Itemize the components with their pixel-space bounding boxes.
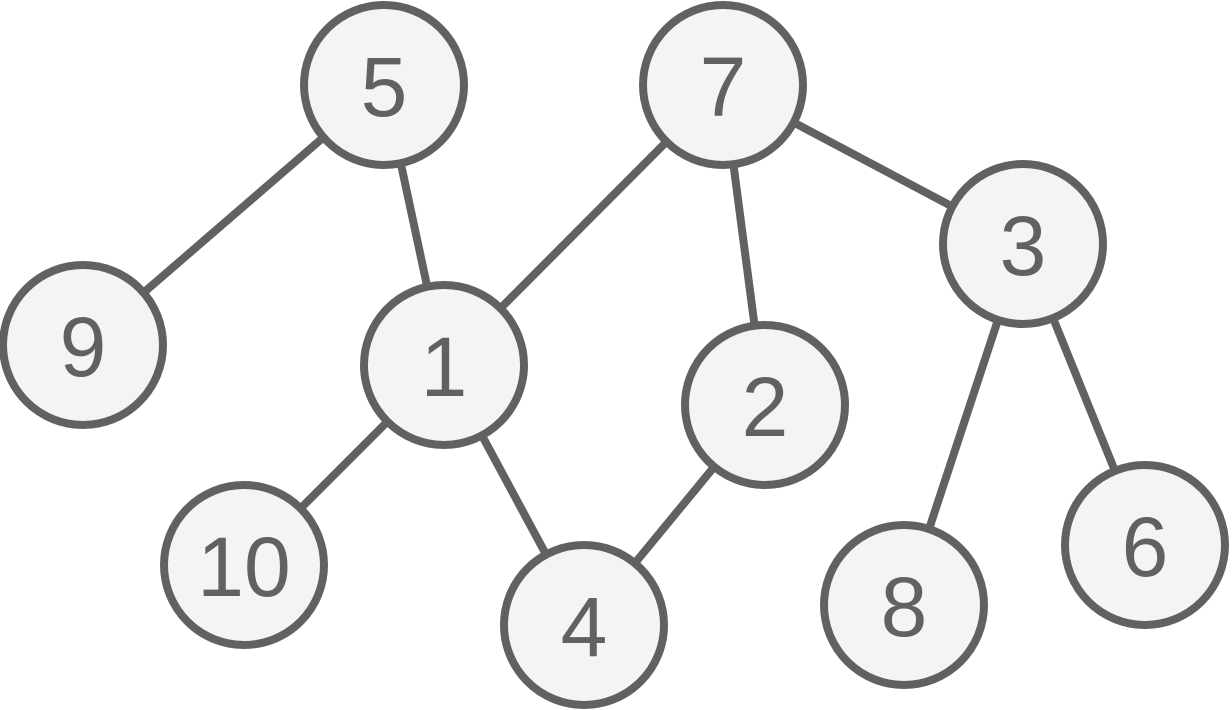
- edge-5-9: [140, 134, 327, 296]
- edge-7-3: [791, 118, 955, 211]
- node-circle-3: [939, 160, 1107, 328]
- node-label-7: 7: [700, 40, 747, 134]
- node-label-8: 8: [881, 560, 928, 654]
- node-1: 1: [360, 281, 528, 449]
- edge-1-4: [478, 433, 550, 557]
- node-circle-7: [639, 1, 807, 169]
- node-label-3: 3: [1000, 199, 1047, 293]
- node-circle-6: [1061, 461, 1229, 629]
- node-4: 4: [500, 541, 668, 709]
- edge-3-6: [1049, 316, 1119, 473]
- node-8: 8: [820, 521, 988, 689]
- node-label-10: 10: [197, 520, 290, 614]
- node-label-6: 6: [1122, 500, 1169, 594]
- node-circle-5: [300, 1, 468, 169]
- node-label-1: 1: [421, 320, 468, 414]
- node-3: 3: [939, 160, 1107, 328]
- node-circle-8: [820, 521, 988, 689]
- node-circle-9: [0, 261, 167, 429]
- node-circle-1: [360, 281, 528, 449]
- node-7: 7: [639, 1, 807, 169]
- node-circle-10: [160, 481, 328, 649]
- node-5: 5: [300, 1, 468, 169]
- node-6: 6: [1061, 461, 1229, 629]
- node-label-9: 9: [60, 300, 107, 394]
- node-circle-2: [681, 321, 849, 489]
- node-10: 10: [160, 481, 328, 649]
- node-label-2: 2: [742, 360, 789, 454]
- node-9: 9: [0, 261, 167, 429]
- edge-7-1: [497, 138, 670, 312]
- node-circle-4: [500, 541, 668, 709]
- edge-5-1: [396, 162, 432, 288]
- edge-7-2: [729, 163, 759, 327]
- node-label-4: 4: [561, 580, 608, 674]
- edges: [140, 118, 1119, 566]
- node-label-5: 5: [361, 40, 408, 134]
- edge-3-8: [925, 318, 1002, 531]
- node-2: 2: [681, 321, 849, 489]
- edge-1-10: [297, 418, 391, 512]
- edge-2-4: [631, 464, 718, 566]
